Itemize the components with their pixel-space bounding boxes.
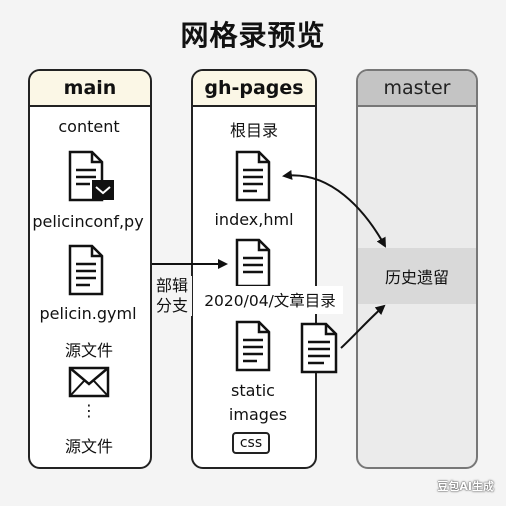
yml-file-icon bbox=[68, 244, 104, 296]
ellipsis-label: ⋮ bbox=[81, 401, 97, 420]
source-files-label: 源文件 bbox=[64, 341, 114, 360]
pelicanconf-file-label: pelicinconf,py bbox=[32, 212, 144, 231]
index-file-label: index,hml bbox=[214, 210, 294, 229]
watermark: 豆包AI生成 bbox=[437, 480, 494, 493]
source-files-label-2: 源文件 bbox=[64, 437, 114, 456]
images-dir-label: images bbox=[228, 405, 288, 424]
envelope-icon bbox=[68, 366, 110, 398]
pelican-yml-file-label: pelicin.gyml bbox=[39, 304, 137, 323]
index-legacy-arrow bbox=[282, 170, 386, 248]
root-dir-label: 根目录 bbox=[229, 121, 279, 140]
css-dir-label: css bbox=[232, 432, 270, 454]
master-branch-header: master bbox=[358, 71, 476, 107]
doc-legacy-arrow bbox=[340, 304, 386, 349]
static-dir-label: static bbox=[231, 381, 275, 400]
branch-label: 部辑分支 bbox=[152, 276, 192, 316]
content-folder-label: content bbox=[58, 117, 120, 136]
diagram-title: 网格录预览 bbox=[180, 19, 326, 52]
articles-dir-label: 2020/04/文章目录 bbox=[197, 286, 343, 314]
main-branch-header: main bbox=[30, 71, 150, 107]
static-file-icon bbox=[235, 320, 271, 372]
gh-pages-branch-header: gh-pages bbox=[193, 71, 315, 107]
config-file-icon bbox=[68, 150, 114, 202]
article-file-icon bbox=[235, 238, 271, 288]
document-icon bbox=[300, 322, 338, 374]
legacy-box: 历史遗留 bbox=[358, 248, 476, 304]
index-file-icon bbox=[235, 150, 271, 202]
